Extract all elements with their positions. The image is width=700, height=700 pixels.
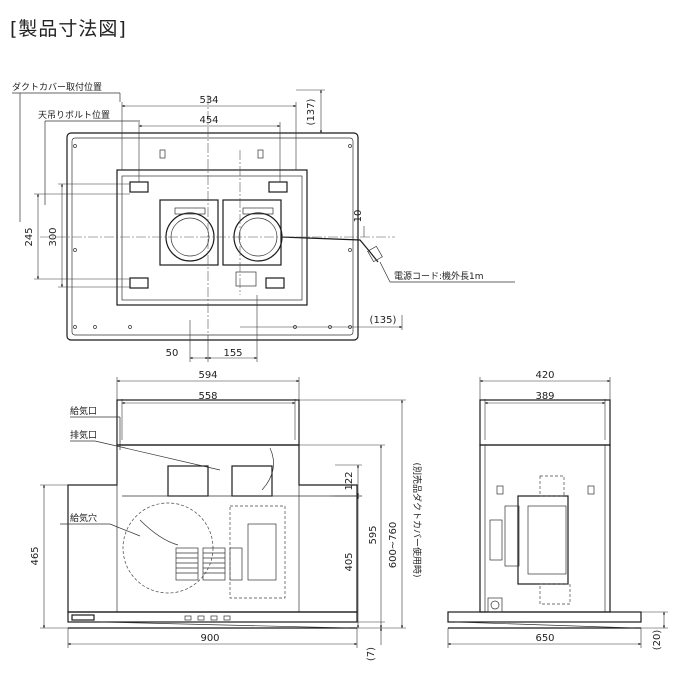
dim-600-760: 600~760	[388, 522, 399, 569]
side-view: 420 389 650 (20)	[447, 370, 668, 651]
dim-465: 465	[30, 546, 41, 565]
power-cord	[280, 236, 379, 263]
left-fan-housing	[159, 199, 219, 266]
label-height-note: (別売品ダクトカバー使用時)	[411, 462, 423, 577]
label-supply-port: 給気口	[70, 405, 97, 417]
top-inner-frame	[116, 169, 308, 306]
dim-137: (137)	[306, 98, 317, 125]
dim-594: 594	[198, 370, 217, 381]
dim-20: (20)	[652, 630, 663, 651]
dim-420: 420	[535, 370, 554, 381]
dim-7: (7)	[366, 647, 377, 661]
dim-10: 10	[353, 210, 364, 223]
page-title: [製品寸法図]	[10, 18, 127, 40]
top-outer-plate	[66, 132, 359, 341]
side-duct-cover	[479, 399, 611, 446]
label-ceiling-bolt: 天吊りボルト位置	[38, 109, 110, 121]
side-hood-body	[479, 444, 611, 613]
dim-558: 558	[198, 391, 217, 402]
label-exhaust-port: 排気口	[70, 429, 97, 441]
dim-454: 454	[199, 115, 218, 126]
front-bottom-panel	[67, 611, 358, 623]
dim-650: 650	[535, 633, 554, 644]
label-power-cord: 電源コード:機外長1m	[394, 270, 484, 282]
dim-389: 389	[535, 391, 554, 402]
dim-155: 155	[223, 348, 242, 359]
label-duct-cover: ダクトカバー取付位置	[12, 81, 102, 93]
side-bottom-panel	[447, 611, 642, 623]
side-fan-unit	[517, 495, 569, 585]
right-fan-housing	[222, 199, 282, 266]
dim-122: 122	[344, 471, 355, 490]
dim-50: 50	[166, 348, 179, 359]
top-view: 534 454 ダクトカバー取付位置 天吊りボルト位置 245 300 (137…	[12, 81, 515, 362]
dim-595: 595	[368, 525, 379, 544]
label-supply-hole: 給気穴	[70, 512, 97, 524]
dim-245: 245	[24, 227, 35, 246]
dim-900: 900	[200, 633, 219, 644]
dim-300: 300	[48, 227, 59, 246]
front-view: 594 558	[30, 370, 423, 661]
dim-135: (135)	[370, 315, 397, 326]
dim-534: 534	[199, 95, 218, 106]
fan-outline	[122, 502, 214, 594]
dim-405: 405	[344, 552, 355, 571]
front-duct-cover	[116, 399, 300, 446]
front-hood-body	[67, 444, 358, 613]
